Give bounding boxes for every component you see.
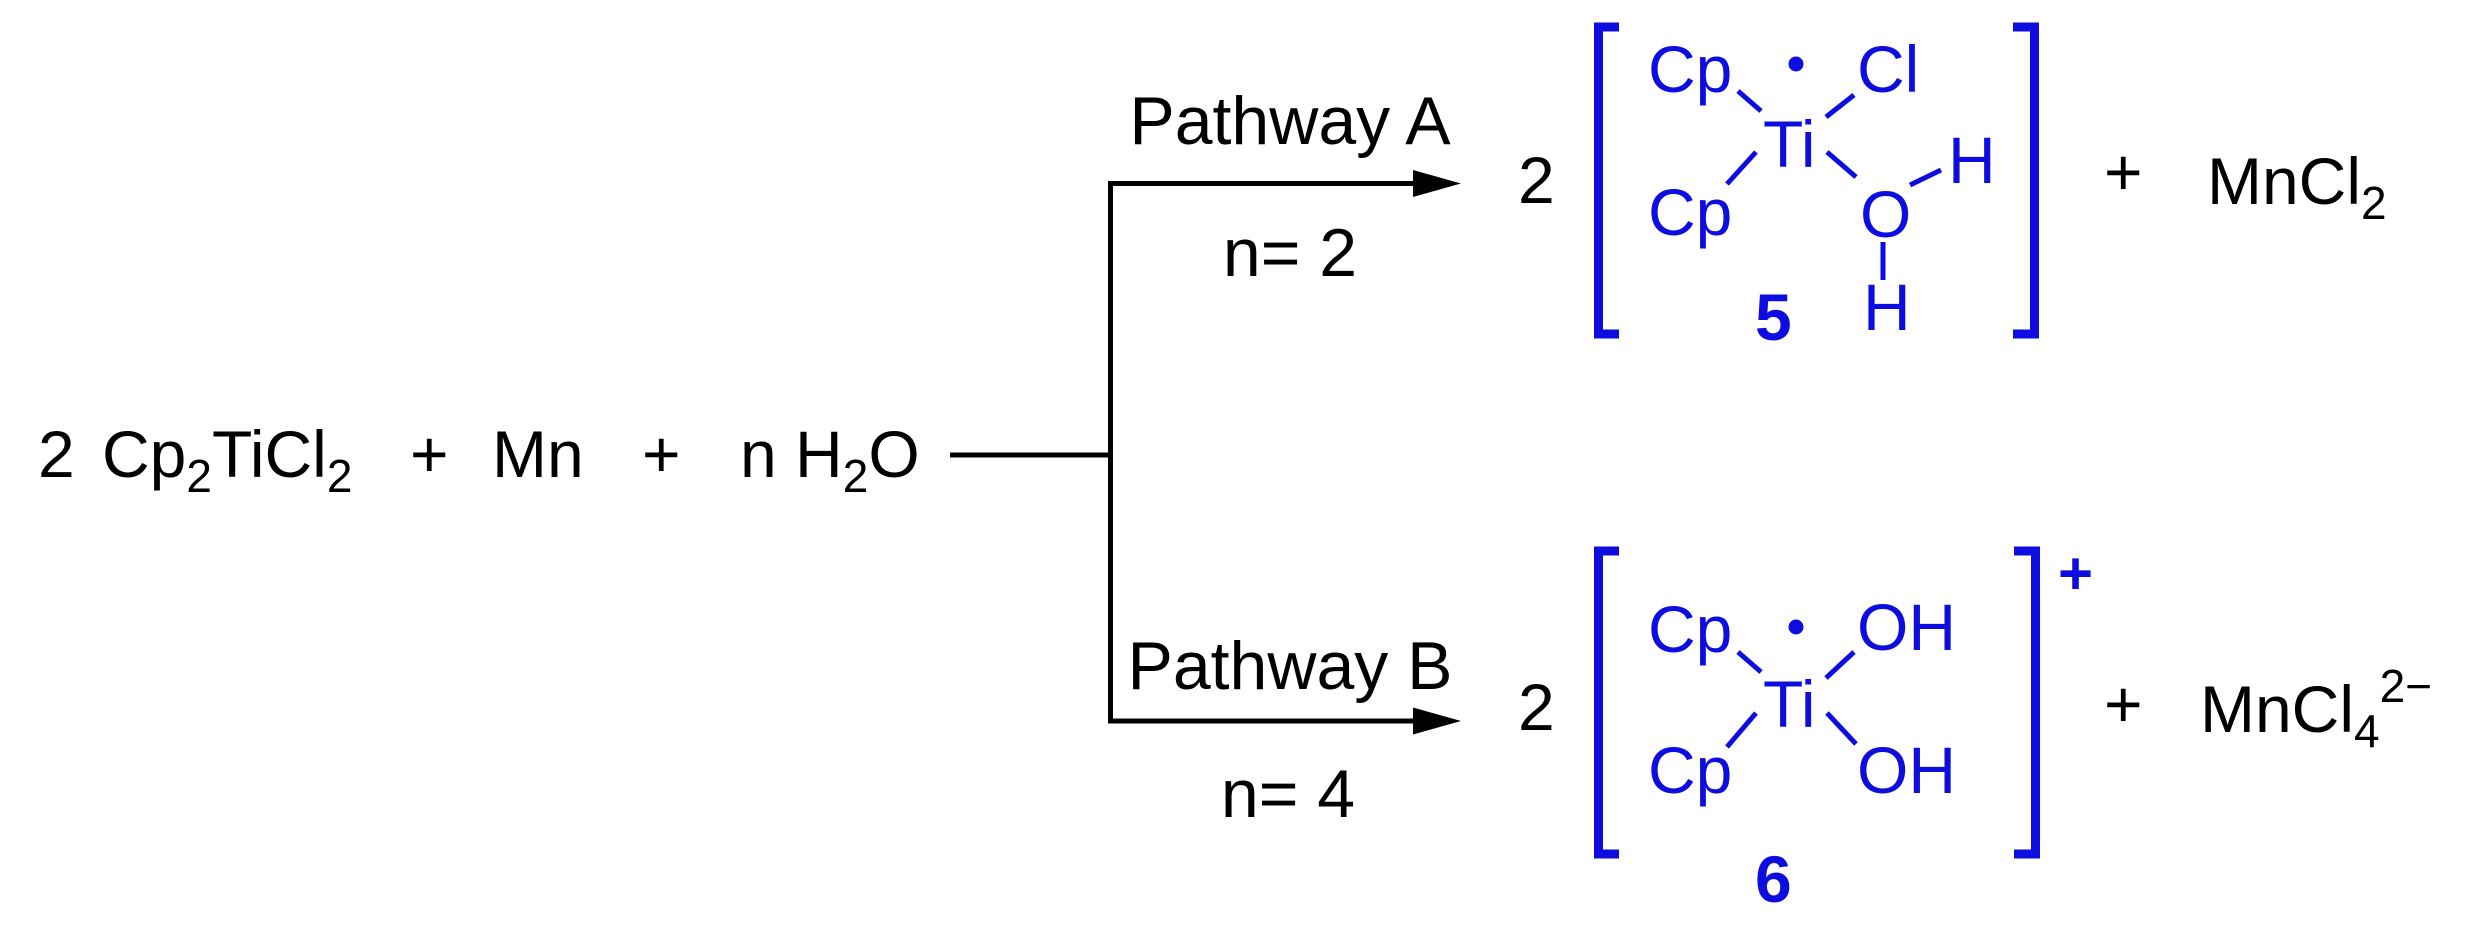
atom-label-cl: Cl xyxy=(1857,32,1920,106)
reactant-n-h2o: n H2O xyxy=(740,421,920,499)
reactant-mn: Mn xyxy=(492,417,584,491)
product-a-coefficient: 2 xyxy=(1518,143,1555,217)
formula-segment: MnCl xyxy=(2200,672,2355,746)
pathway-a-condition: n= 2 xyxy=(1222,215,1358,291)
bond-o-h-upper-5 xyxy=(1908,167,1943,188)
bond-ti-cp-bottom-5 xyxy=(1725,150,1758,186)
formula-segment: Cp xyxy=(102,417,187,491)
formula-subscript: 2 xyxy=(842,450,869,502)
atom-label-oh-top: OH xyxy=(1857,590,1956,664)
pathway-a-label: Pathway A xyxy=(1129,83,1451,159)
pathway-b-arrowhead-icon xyxy=(1413,707,1461,735)
bond-ti-cl-5 xyxy=(1824,93,1856,119)
product-b-coefficient: 2 xyxy=(1518,670,1555,744)
compound-number-6: 6 xyxy=(1755,842,1792,916)
radical-dot-icon xyxy=(1788,619,1804,635)
bond-ti-oh-top-6 xyxy=(1824,650,1856,680)
formula-segment: O xyxy=(868,417,920,491)
byproduct-mncl4: MnCl42− xyxy=(2200,663,2432,754)
compound-number-5: 5 xyxy=(1755,280,1792,354)
complex6-bracket-right xyxy=(2014,546,2040,859)
complex6-bracket-left xyxy=(1594,546,1619,859)
pathway-b-label: Pathway B xyxy=(1127,628,1453,704)
bond-cp-top-ti-6 xyxy=(1736,650,1763,674)
pathway-b-condition: n= 4 xyxy=(1220,756,1356,832)
complex5-bracket-right xyxy=(2013,22,2039,339)
formula-subscript: 4 xyxy=(2354,705,2380,757)
atom-label-cp-bottom: Cp xyxy=(1648,175,1733,249)
atom-label-o: O xyxy=(1860,177,1912,251)
formula-segment: TiCl xyxy=(211,417,327,491)
atom-label-h-lower: H xyxy=(1863,270,1911,344)
formula-segment: H xyxy=(795,417,843,491)
plus-sign: + xyxy=(642,417,681,491)
formula-segment: MnCl xyxy=(2207,144,2362,218)
atom-label-oh-bottom: OH xyxy=(1857,733,1956,807)
complex5-bracket-left xyxy=(1594,22,1619,339)
atom-label-ti: Ti xyxy=(1763,107,1816,181)
reactant-cp2ticl2: Cp2TiCl2 xyxy=(102,421,352,499)
bond-ti-oh-bottom-6 xyxy=(1825,711,1858,746)
formula-subscript: 2 xyxy=(186,450,212,502)
plus-sign: + xyxy=(2104,135,2143,209)
bond-ti-o-5 xyxy=(1825,150,1858,179)
bond-ti-cp-bottom-6 xyxy=(1725,711,1758,749)
byproduct-mncl2: MnCl2 xyxy=(2207,148,2387,226)
formula-segment: n xyxy=(740,417,796,491)
bond-cp-top-ti-5 xyxy=(1736,89,1763,113)
formula-subscript: 2 xyxy=(2361,177,2387,229)
atom-label-cp-bottom: Cp xyxy=(1648,733,1733,807)
formula-subscript: 2 xyxy=(326,450,353,502)
pathway-a-arrowhead-icon xyxy=(1413,170,1461,197)
atom-label-cp-top: Cp xyxy=(1648,592,1733,666)
reactant-coefficient: 2 xyxy=(38,417,75,491)
radical-dot-icon xyxy=(1788,56,1804,72)
atom-label-ti: Ti xyxy=(1763,667,1816,741)
plus-sign: + xyxy=(2104,667,2143,741)
formula-superscript: 2− xyxy=(2379,660,2433,712)
atom-label-h-upper: H xyxy=(1948,123,1996,197)
atom-label-cp-top: Cp xyxy=(1648,32,1733,106)
charge-plus-superscript: + xyxy=(2058,540,2094,607)
plus-sign: + xyxy=(410,417,449,491)
